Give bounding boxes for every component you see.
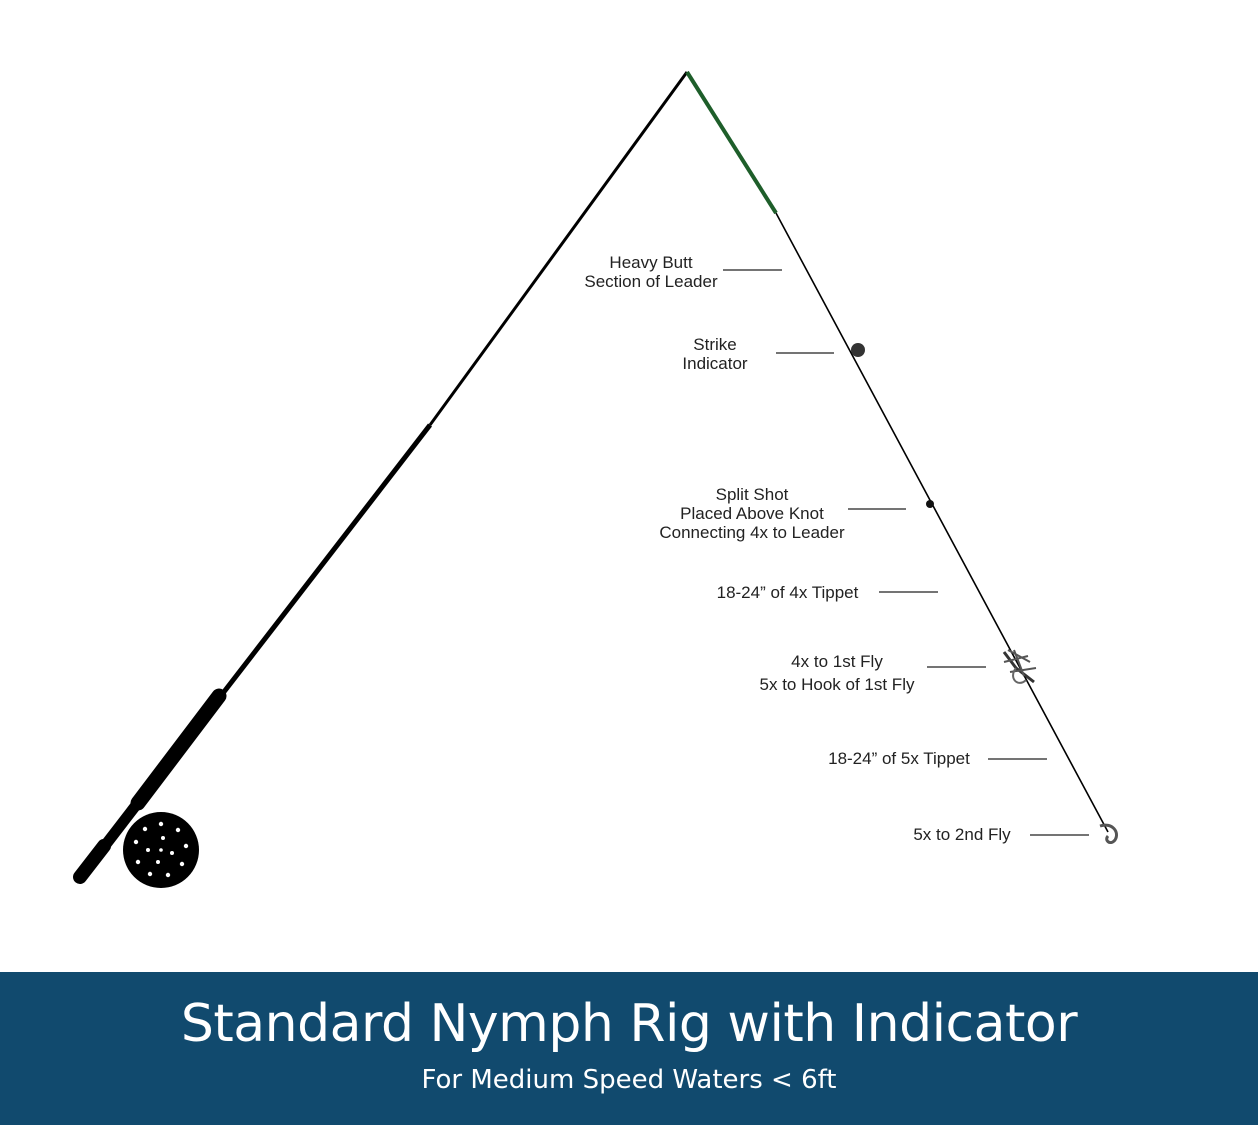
label-split-shot: Split Shot Placed Above Knot Connecting … xyxy=(650,485,854,542)
label-split-shot-line1: Split Shot xyxy=(715,485,789,504)
label-first-fly-line1: 4x to 1st Fly xyxy=(791,652,883,671)
hook-icon xyxy=(1099,823,1118,844)
label-heavy-butt-line2: Section of Leader xyxy=(584,272,718,291)
fly-rod-icon xyxy=(73,71,689,884)
split-shot-icon xyxy=(926,500,934,508)
label-strike-indicator: Strike Indicator xyxy=(670,335,760,373)
label-tippet-4x-text: 18-24” of 4x Tippet xyxy=(716,583,859,602)
label-first-fly-line2: 5x to Hook of 1st Fly xyxy=(759,675,915,694)
title-banner: Standard Nymph Rig with Indicator For Me… xyxy=(0,972,1258,1125)
label-split-shot-line3: Connecting 4x to Leader xyxy=(659,523,845,542)
fly-reel-icon xyxy=(123,812,199,888)
nymph-fly-icon xyxy=(1002,649,1037,684)
banner-subtitle: For Medium Speed Waters < 6ft xyxy=(421,1065,837,1095)
leader-line xyxy=(775,212,1109,833)
label-strike-indicator-line1: Strike xyxy=(693,335,737,354)
label-tippet-5x-text: 18-24” of 5x Tippet xyxy=(828,749,970,768)
leader-butt-section xyxy=(685,70,778,215)
label-first-fly: 4x to 1st Fly 5x to Hook of 1st Fly xyxy=(748,650,926,696)
label-heavy-butt-line1: Heavy Butt xyxy=(609,253,693,272)
banner-title: Standard Nymph Rig with Indicator xyxy=(180,994,1078,1054)
label-tippet-5x: 18-24” of 5x Tippet xyxy=(812,749,986,768)
label-heavy-butt: Heavy Butt Section of Leader xyxy=(583,253,719,291)
nymph-rig-diagram xyxy=(73,70,1118,888)
label-strike-indicator-line2: Indicator xyxy=(682,354,748,373)
label-second-fly-text: 5x to 2nd Fly xyxy=(913,825,1011,844)
label-tippet-4x: 18-24” of 4x Tippet xyxy=(700,583,875,602)
label-second-fly: 5x to 2nd Fly xyxy=(903,825,1021,844)
label-pointer-lines xyxy=(723,269,1089,836)
label-split-shot-line2: Placed Above Knot xyxy=(680,504,824,523)
strike-indicator-icon xyxy=(851,343,865,357)
